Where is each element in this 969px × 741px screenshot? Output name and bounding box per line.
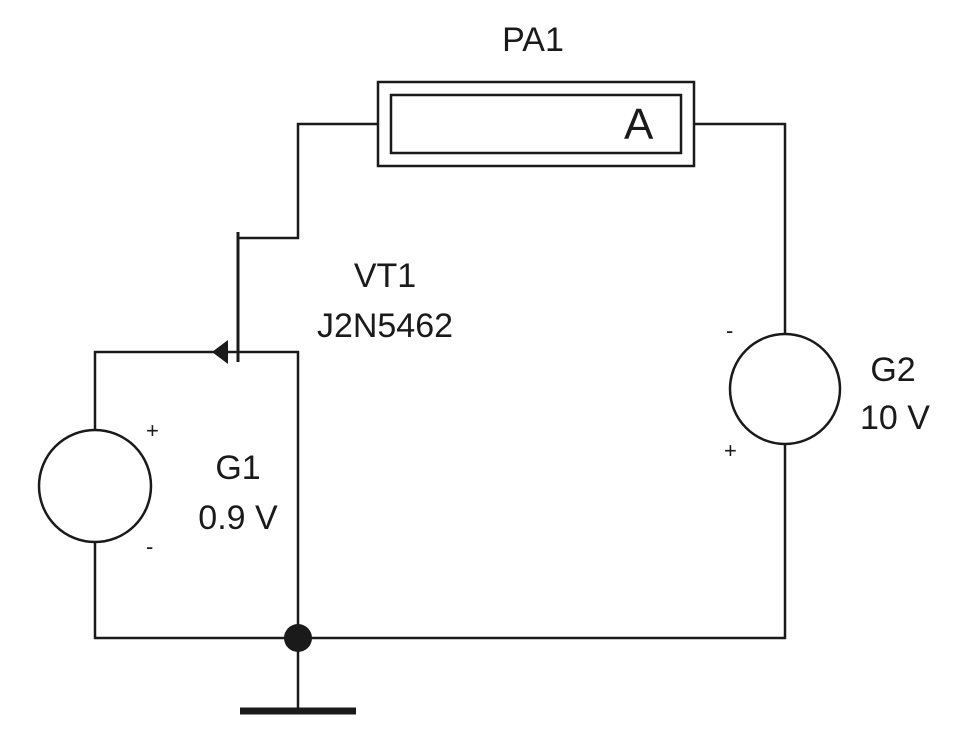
g2-circle: [728, 332, 842, 446]
g2-plus-marker: +: [724, 438, 737, 463]
g1-ref-label: G1: [215, 449, 261, 487]
g2-ref-label: G2: [870, 351, 916, 389]
jfet-gate-arrow-icon: [212, 340, 228, 364]
voltage-source-g2[interactable]: [728, 332, 842, 446]
wire-g1-to-gate: [93, 350, 238, 430]
voltage-source-g1[interactable]: [37, 428, 153, 544]
wire-g2-to-ground-node: [93, 444, 787, 640]
g1-circle: [37, 428, 153, 544]
ammeter-symbol-label: A: [624, 100, 654, 149]
g1-plus-marker: +: [146, 418, 159, 443]
wire-source-to-node: [238, 350, 300, 638]
g2-minus-marker: -: [726, 318, 734, 343]
transistor-model-label: J2N5462: [316, 307, 454, 345]
ammeter-ref-label: PA1: [502, 21, 564, 59]
g2-value-label: 10 V: [860, 399, 930, 437]
wire-drain-to-ammeter: [238, 122, 378, 240]
junction-node: [284, 624, 312, 652]
ammeter-pa1[interactable]: [376, 80, 696, 168]
jfet-vt1[interactable]: [212, 232, 240, 364]
transistor-ref-label: VT1: [353, 257, 417, 295]
g1-minus-marker: -: [146, 534, 154, 559]
wire-ammeter-to-g2: [694, 122, 787, 334]
ammeter-display: [389, 93, 683, 155]
g1-value-label: 0.9 V: [198, 499, 278, 537]
